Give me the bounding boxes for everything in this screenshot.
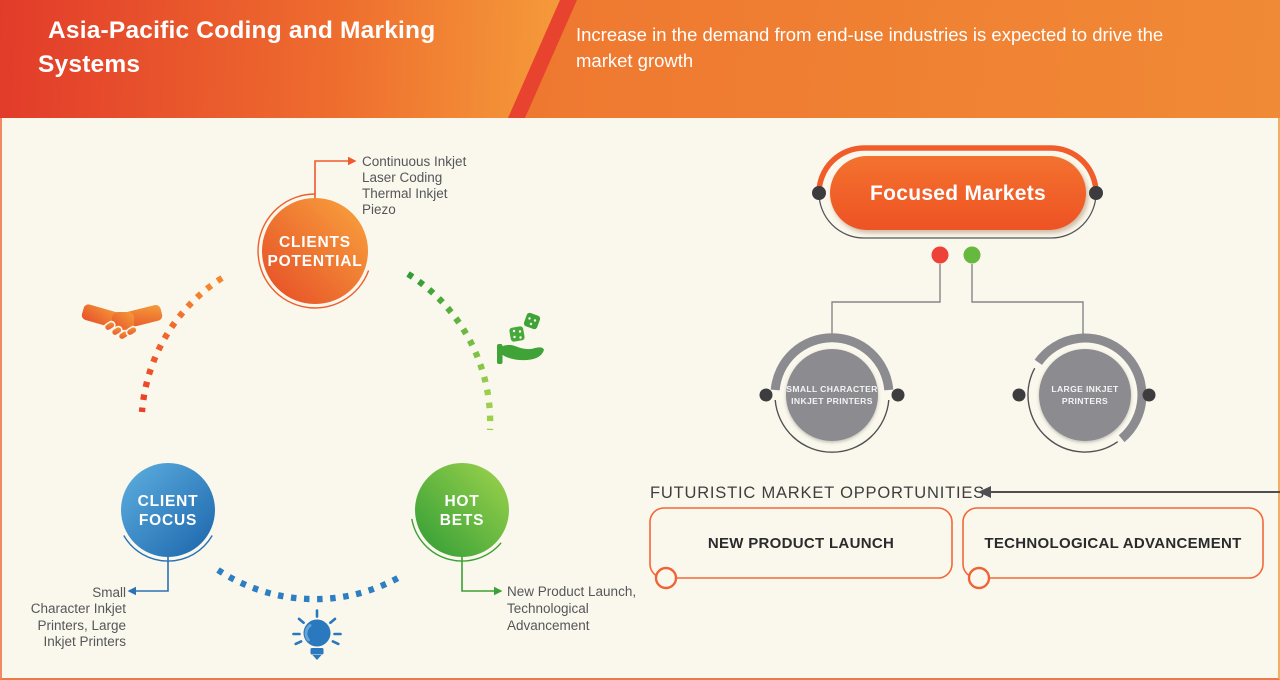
header-left-gradient — [0, 0, 560, 118]
node-side-dot-left — [1012, 388, 1026, 402]
hot-bets-arrowhead — [494, 586, 503, 596]
annotation-line: Technological — [507, 601, 589, 616]
focused-markets-pill — [830, 156, 1086, 230]
focused-markets-diagram: Focused Markets SMALL CHARACTER INKJET P… — [649, 145, 1280, 590]
page-title: Asia-Pacific Coding and Marking Systems — [38, 17, 436, 78]
node-thick-arc — [1034, 333, 1147, 443]
annotation-line: Small — [92, 585, 126, 600]
node-label-line-2: INKJET PRINTERS — [791, 396, 873, 406]
node-side-dot-right — [891, 388, 905, 402]
client-focus-arrowhead — [127, 586, 136, 596]
hot-bets-node — [415, 463, 509, 557]
page-subtitle: Increase in the demand from end-use indu… — [576, 24, 1164, 71]
clients-potential-annotation: Continuous Inkjet Laser Coding Thermal I… — [362, 154, 467, 217]
client-focus-connector — [136, 556, 169, 592]
pill-ring-top — [816, 145, 1099, 196]
opportunity-corner-ring — [967, 566, 991, 590]
client-focus-label-1: CLIENT — [138, 493, 199, 510]
hot-bets-label-1: HOT — [444, 493, 479, 510]
cycle-diagram: CLIENTS POTENTIAL CLIENT FOCUS HOT BETS … — [31, 154, 636, 660]
pill-ring-bottom — [818, 192, 1097, 239]
dice-in-hand-icon — [497, 312, 544, 364]
opportunity-box-outline — [962, 507, 1264, 579]
annotation-line: Inkjet Printers — [43, 634, 126, 649]
annotation-line: New Product Launch, — [507, 584, 636, 599]
hot-bets-ring — [411, 518, 502, 562]
annotation-line: Thermal Inkjet — [362, 186, 448, 201]
clients-potential-node — [262, 198, 368, 304]
dotted-arc-blue — [216, 567, 400, 603]
node-thin-arc — [774, 399, 890, 453]
branch-line-right — [971, 264, 1084, 340]
node-circle — [1039, 349, 1131, 441]
opportunities-heading: FUTURISTIC MARKET OPPORTUNITIES — [650, 484, 985, 502]
clients-potential-ring — [257, 193, 370, 309]
client-focus-label-2: FOCUS — [139, 512, 197, 529]
node-label-line-1: LARGE INKJET — [1051, 384, 1119, 394]
annotation-line: Laser Coding — [362, 170, 442, 185]
dotted-arc-green — [406, 271, 494, 431]
market-node-large-inkjet: LARGE INKJET PRINTERS — [1012, 333, 1156, 453]
annotation-line: Advancement — [507, 618, 590, 633]
hot-bets-connector — [461, 556, 494, 592]
annotation-line: Character Inkjet — [31, 601, 127, 616]
node-label-line-1: SMALL CHARACTER — [786, 384, 878, 394]
opportunity-box-new-product-launch: NEW PRODUCT LAUNCH — [649, 507, 953, 590]
annotation-line: Continuous Inkjet — [362, 154, 467, 169]
hot-bets-annotation: New Product Launch, Technological Advanc… — [507, 584, 636, 633]
client-focus-annotation: Small Character Inkjet Printers, Large I… — [31, 585, 127, 649]
clients-potential-arrowhead — [348, 156, 357, 166]
node-side-dot-right — [1142, 388, 1156, 402]
opportunity-corner-ring — [654, 566, 678, 590]
clients-potential-connector — [314, 160, 348, 199]
pill-end-dot-left — [812, 186, 826, 200]
node-thin-arc — [1027, 367, 1119, 453]
market-node-small-character: SMALL CHARACTER INKJET PRINTERS — [759, 333, 905, 453]
annotation-line: Piezo — [362, 202, 396, 217]
handshake-icon — [81, 304, 163, 341]
branch-line-left — [831, 264, 941, 340]
pill-end-dot-right — [1089, 186, 1103, 200]
opportunity-box-technological-advancement: TECHNOLOGICAL ADVANCEMENT — [962, 507, 1264, 590]
node-circle — [786, 349, 878, 441]
opportunity-box-label: NEW PRODUCT LAUNCH — [708, 535, 894, 552]
opportunity-box-label: TECHNOLOGICAL ADVANCEMENT — [984, 535, 1241, 552]
focused-markets-title: Focused Markets — [870, 182, 1046, 205]
header-banner: Asia-Pacific Coding and Marking Systems … — [0, 0, 1280, 118]
hot-bets-label-2: BETS — [440, 512, 485, 529]
red-dot — [931, 246, 949, 264]
opportunities-arrowhead — [978, 486, 991, 498]
node-side-dot-left — [759, 388, 773, 402]
lightbulb-icon — [292, 609, 342, 660]
diagram-svg: CLIENTS POTENTIAL CLIENT FOCUS HOT BETS … — [31, 145, 1280, 660]
client-focus-node — [121, 463, 215, 557]
clients-potential-label-2: POTENTIAL — [267, 253, 362, 270]
green-dot — [963, 246, 981, 264]
annotation-line: Printers, Large — [37, 618, 126, 633]
dotted-arc-orange — [138, 275, 224, 413]
node-label-line-2: PRINTERS — [1062, 396, 1108, 406]
node-thick-arc — [770, 333, 894, 391]
clients-potential-label-1: CLIENTS — [279, 234, 351, 251]
opportunity-box-outline — [649, 507, 953, 579]
